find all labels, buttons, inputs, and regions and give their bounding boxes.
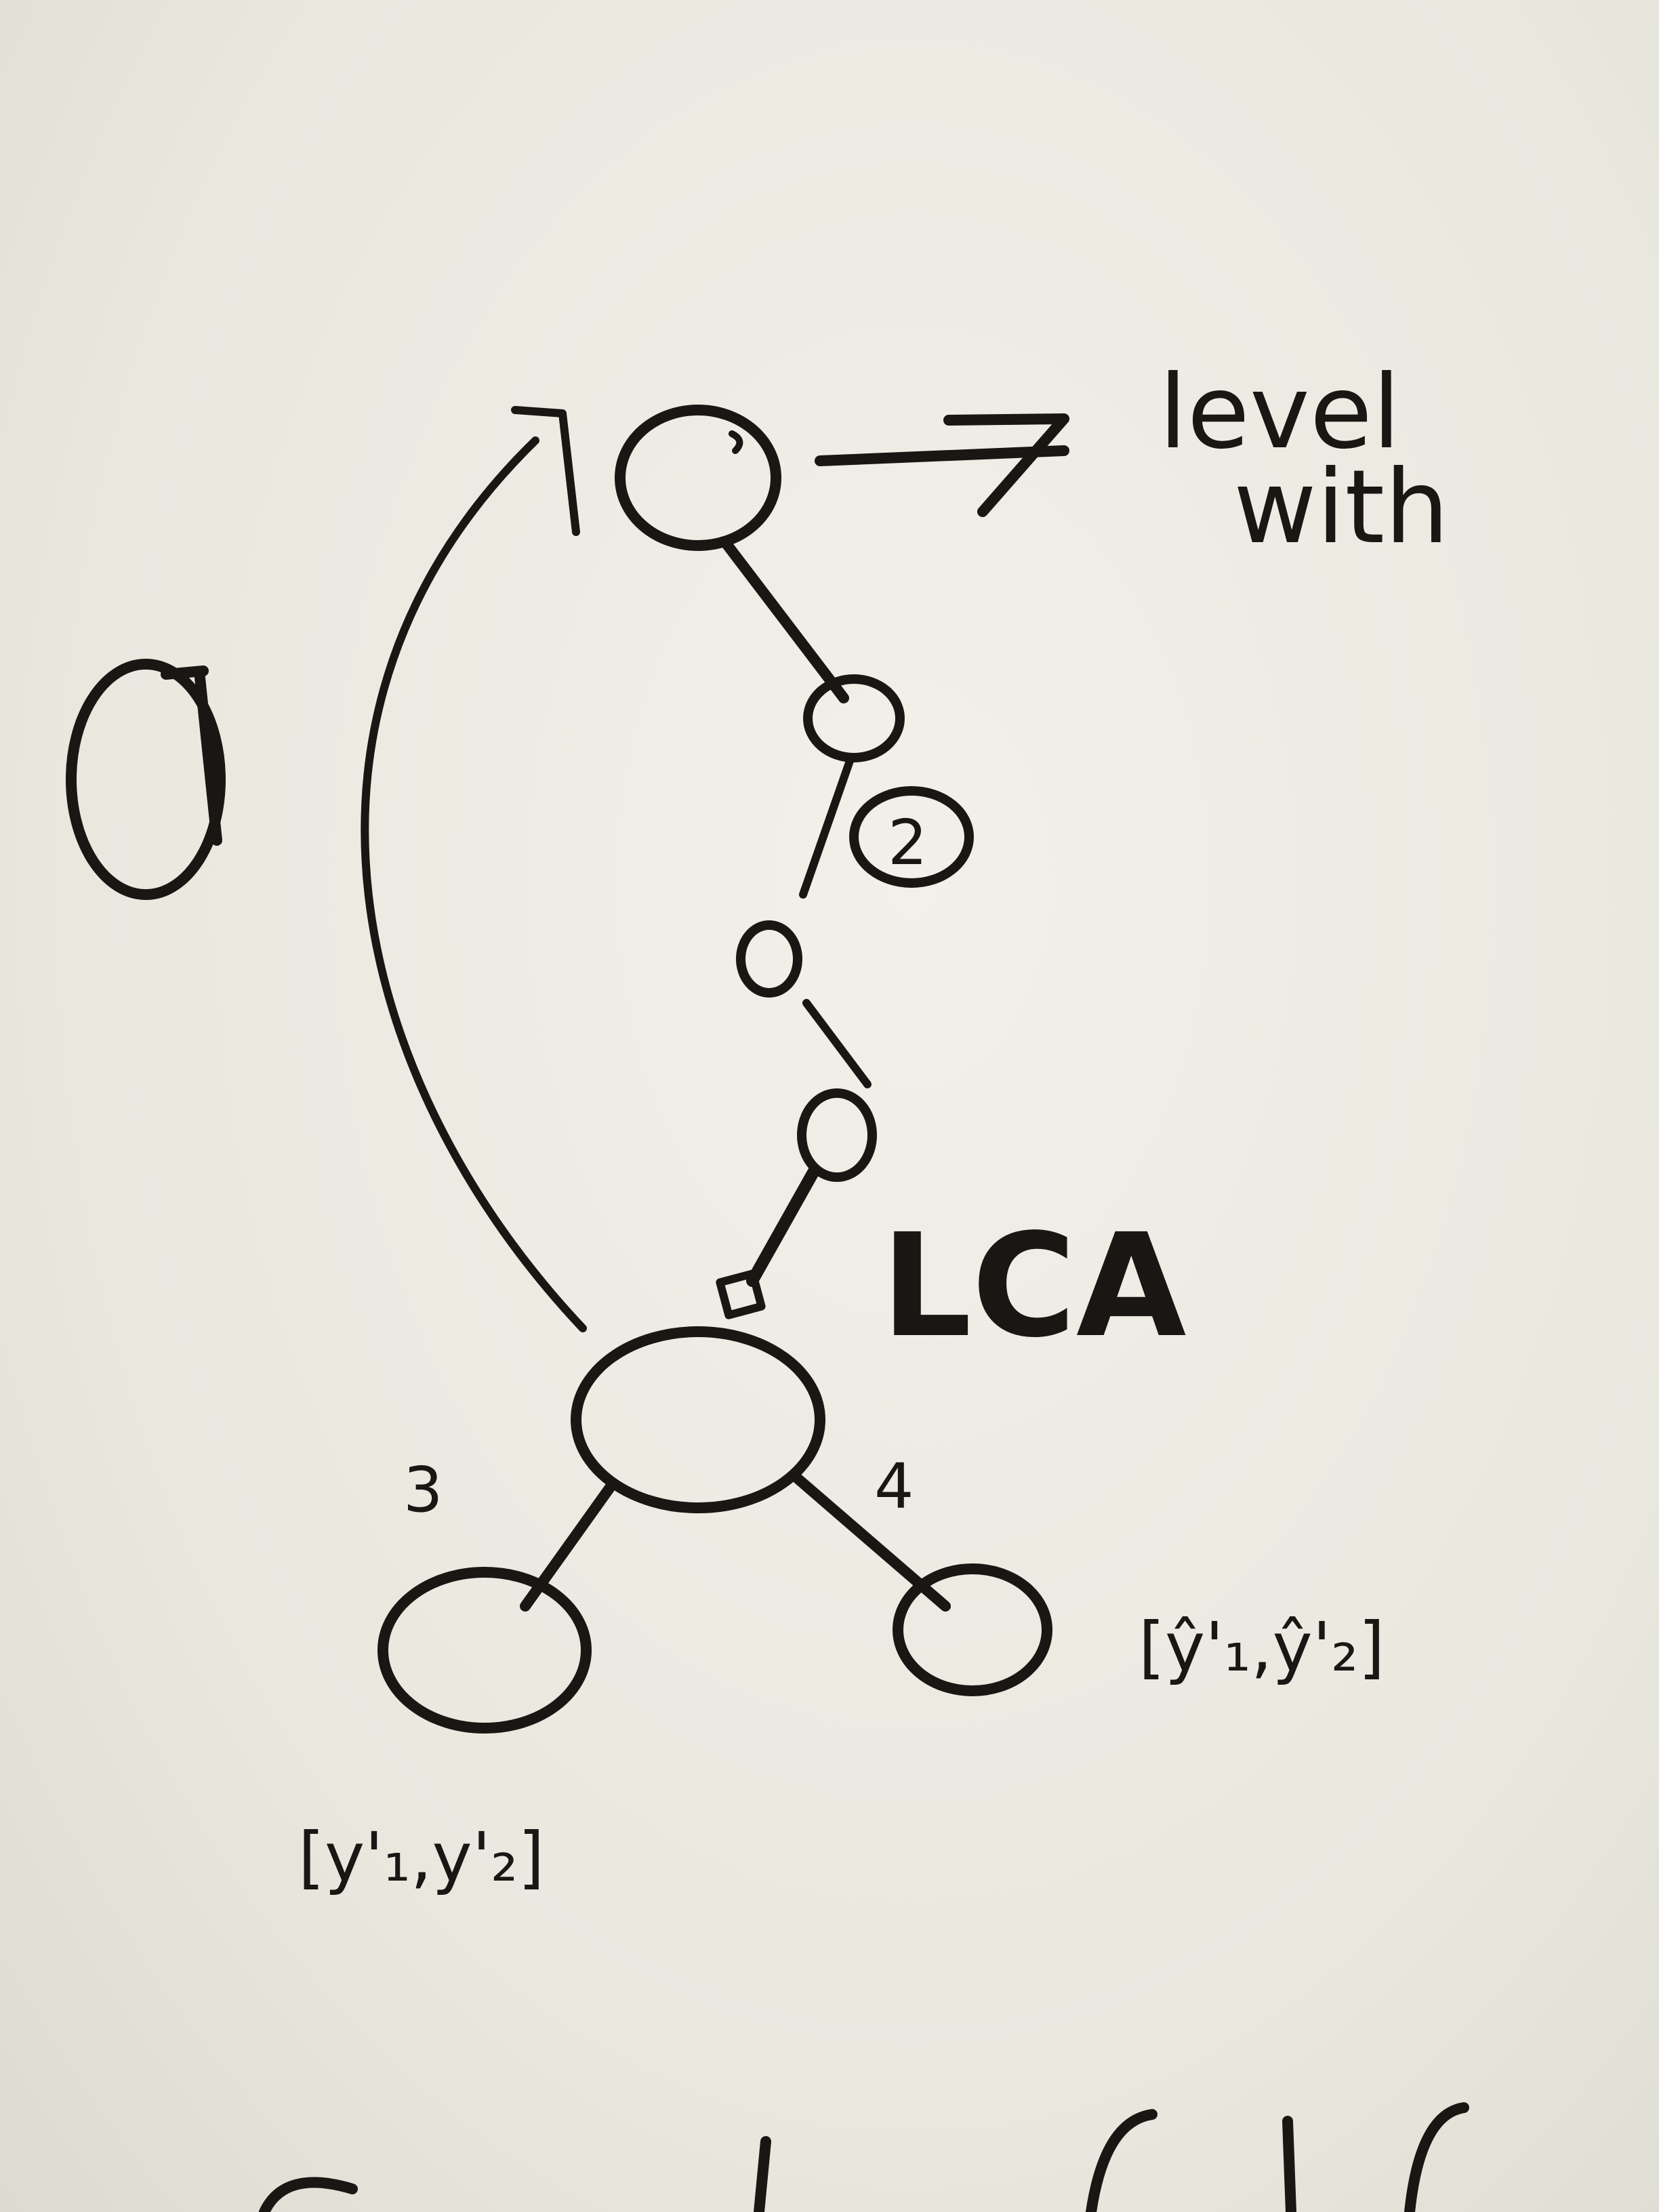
chain-node-badge bbox=[849, 786, 974, 888]
level-curve-arrowhead bbox=[511, 406, 580, 536]
with-label: with bbox=[1233, 449, 1449, 567]
chain-edge-2 bbox=[799, 755, 855, 899]
top-node bbox=[615, 405, 781, 551]
level-label: level bbox=[1159, 354, 1401, 472]
isolated-node-mark bbox=[161, 665, 222, 846]
lca-label: LCA bbox=[881, 1203, 1186, 1369]
level-arrow-head bbox=[943, 413, 1069, 517]
chain-node-3 bbox=[797, 1088, 877, 1182]
edge-label-right: 4 bbox=[874, 1450, 914, 1523]
bottom-scribble bbox=[259, 2102, 1469, 2212]
lca-node bbox=[571, 1326, 825, 1513]
chain-node-2 bbox=[736, 920, 802, 998]
chain-node-1 bbox=[803, 674, 905, 762]
chain-edge-1 bbox=[720, 537, 849, 703]
right-leaf-values: [ŷ'₁,ŷ'₂] bbox=[1139, 1607, 1385, 1687]
badge-label: 2 bbox=[888, 806, 928, 879]
top-node-mark bbox=[729, 430, 743, 454]
level-arrow-shaft bbox=[815, 445, 1069, 466]
left-leaf-values: [y'₁,y'₂] bbox=[298, 1818, 544, 1897]
lca-top-marker bbox=[716, 1269, 766, 1319]
isolated-node bbox=[66, 659, 226, 900]
edge-label-left: 3 bbox=[403, 1454, 443, 1526]
chain-edge-3 bbox=[802, 999, 872, 1088]
chain-edge-4 bbox=[746, 1166, 819, 1287]
left-leaf-node bbox=[377, 1567, 592, 1734]
right-leaf-node bbox=[893, 1563, 1052, 1696]
level-curve-arrow bbox=[361, 436, 587, 1332]
